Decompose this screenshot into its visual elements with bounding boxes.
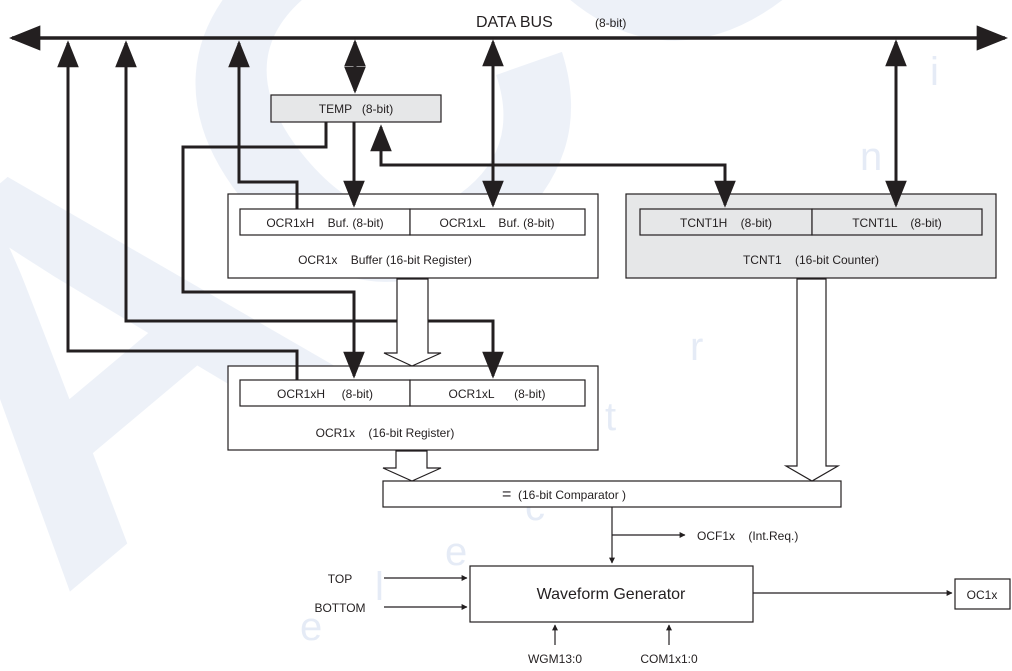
watermark-letter: r [690, 325, 703, 369]
watermark-letter: e [445, 530, 467, 574]
tcnt-low-label: TCNT1L (8-bit) [852, 216, 942, 230]
ocr-low-register [409, 379, 586, 407]
temp-label: TEMP (8-bit) [319, 102, 393, 116]
ocr-low-label: OCR1xL (8-bit) [449, 387, 546, 401]
tcnt-to-comparator-arrow [783, 278, 841, 482]
ocr-buffer-caption: OCR1x Buffer (16-bit Register) [298, 253, 472, 267]
temp-to-ocr-high [181, 122, 365, 379]
top-label: TOP [328, 572, 352, 586]
bus-connections [57, 39, 907, 380]
ocr-caption: OCR1x (16-bit Register) [316, 426, 455, 440]
tcnt-caption: TCNT1 (16-bit Counter) [743, 253, 879, 267]
tcnt-low-register [811, 208, 983, 236]
signal-lines [384, 507, 953, 645]
watermark-letter: l [375, 565, 384, 609]
ocf-label: OCF1x (Int.Req.) [697, 529, 798, 543]
buffer-to-ocr-arrow [383, 278, 442, 367]
bus-ocr-low-link [115, 40, 504, 379]
ocr-high-register [239, 379, 411, 407]
watermark-letter: t [605, 395, 616, 439]
ocr-buffer-low-label: OCR1xL Buf. (8-bit) [440, 216, 555, 230]
comparator-symbol: = [502, 486, 511, 503]
wgm-label: WGM13:0 [528, 652, 582, 666]
tcnt-box [625, 193, 997, 279]
comparator-label: (16-bit Comparator ) [518, 488, 626, 502]
tcnt-high-label: TCNT1H (8-bit) [680, 216, 772, 230]
bottom-label: BOTTOM [314, 601, 365, 615]
ocr-to-comparator-arrow [382, 450, 442, 482]
watermark-letter: i [930, 50, 939, 94]
watermark-letter: n [860, 135, 882, 179]
com-label: COM1x1:0 [640, 652, 698, 666]
watermark-letter: e [300, 605, 322, 649]
ocr-buffer-high-label: OCR1xH Buf. (8-bit) [266, 216, 383, 230]
waveform-generator-label: Waveform Generator [537, 586, 686, 603]
comparator-box [382, 480, 842, 508]
waveform-generator-box [469, 565, 754, 623]
data-bus-width: (8-bit) [595, 16, 626, 30]
ocr-high-label: OCR1xH (8-bit) [277, 387, 373, 401]
oc1x-box [954, 578, 1011, 610]
data-bus-label: DATA BUS [476, 14, 553, 31]
oc1x-label: OC1x [967, 588, 998, 602]
tcnt-high-register [639, 208, 813, 236]
